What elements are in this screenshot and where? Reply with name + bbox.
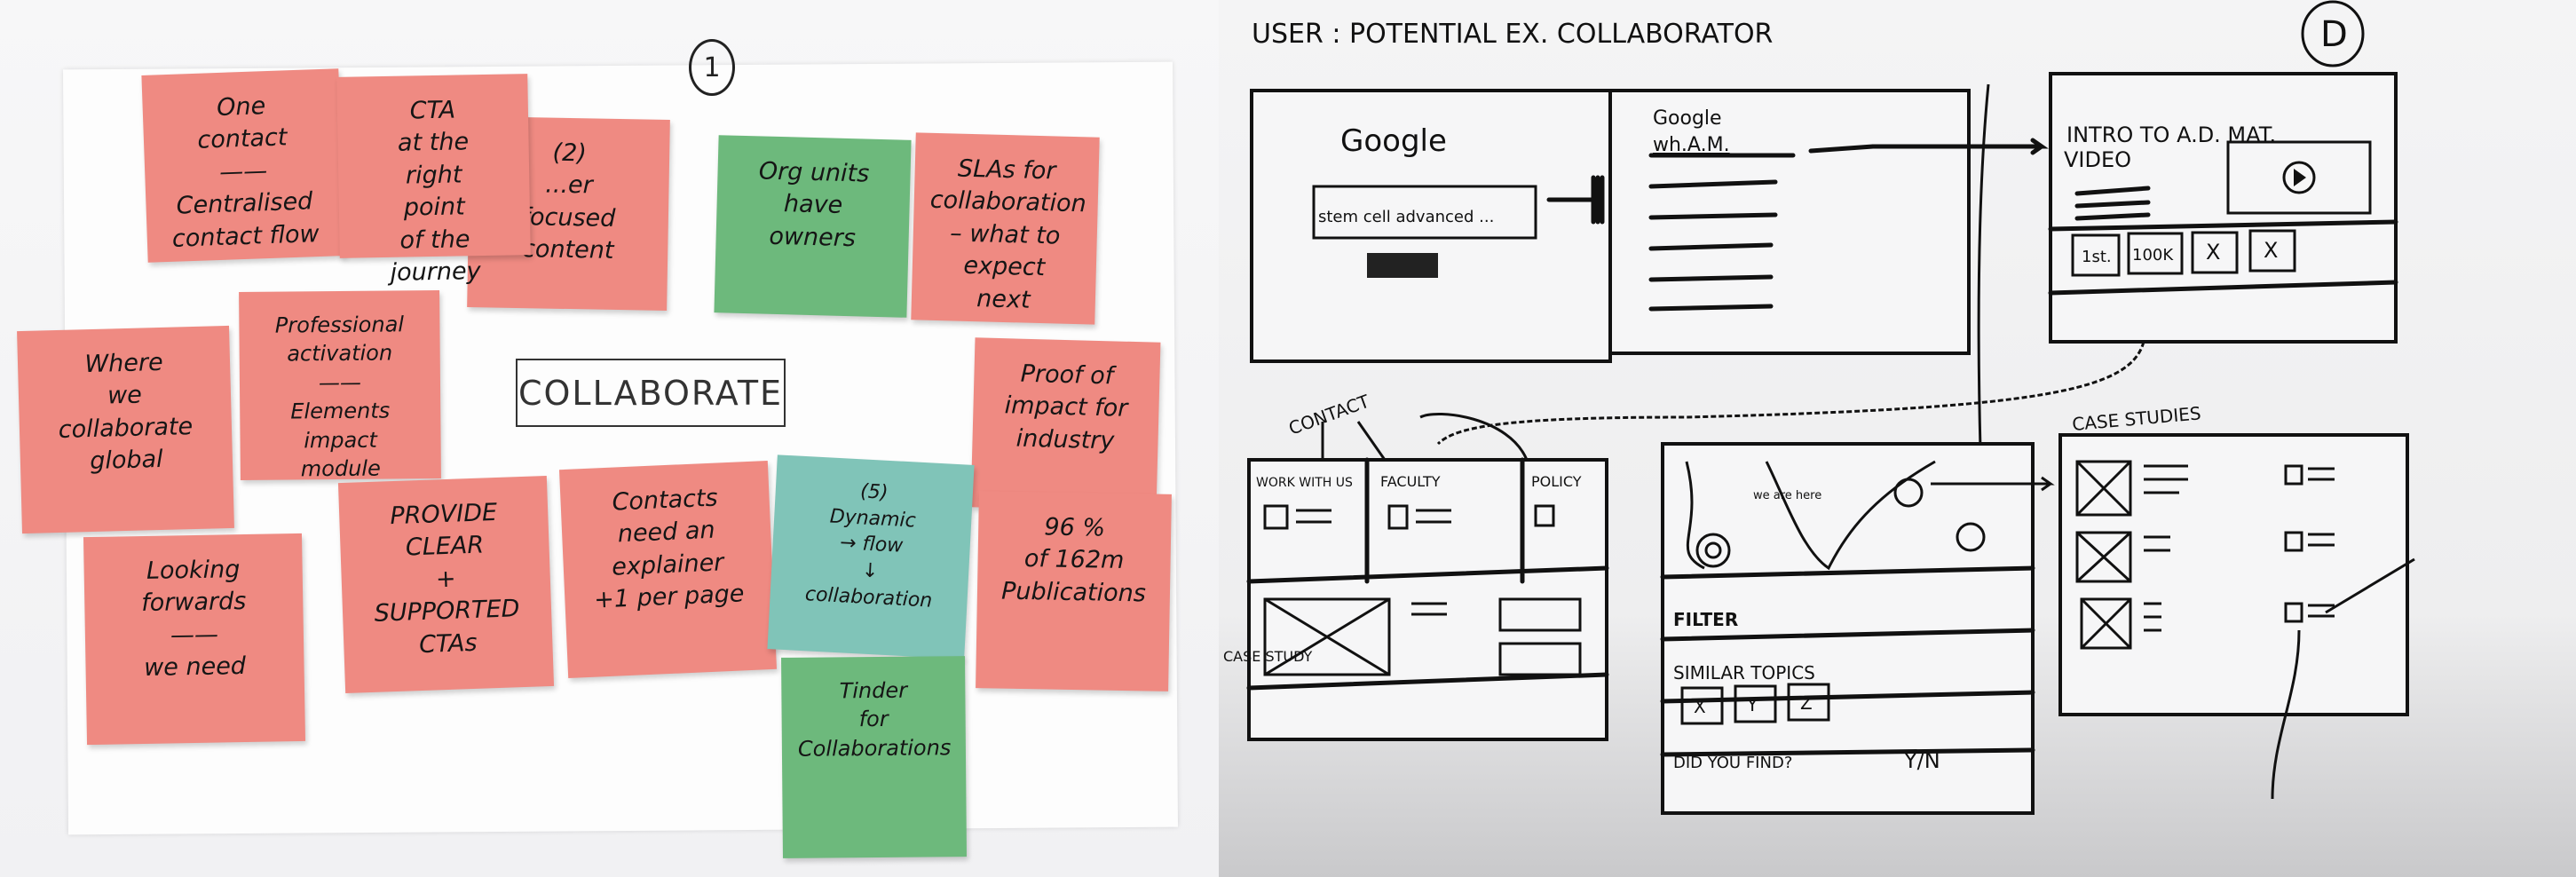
collaborate-label: COLLABORATE [516, 359, 786, 427]
sticky-note: PROVIDE CLEAR + SUPPORTED CTAs [337, 475, 555, 694]
sticky-note: Org units have owners [714, 135, 912, 318]
sticky-note: Contacts need an explainer +1 per page [558, 460, 778, 679]
sticky-notes-photo: 1 COLLABORATE One contact —— Centralised… [0, 0, 1219, 877]
sticky-note: Looking forwards —— we need [83, 533, 306, 746]
sticky-note: CTA at the right point of the journey [336, 74, 531, 287]
sticky-note: Where we collaborate global [17, 325, 234, 534]
sticky-note: Tinder for Collaborations [781, 656, 967, 858]
sticky-note: 96 % of 162m Publications [976, 491, 1172, 691]
sticky-note: Professional activation —— Elements impa… [239, 290, 441, 481]
sticky-note: SLAs for collaboration – what to expect … [911, 132, 1100, 325]
sticky-note: (5) Dynamic → flow ↓ collaboration [767, 454, 975, 660]
sticky-note: Proof of impact for industry [970, 337, 1161, 512]
sticky-note: One contact —— Centralised contact flow [141, 68, 345, 263]
section-number: 1 [689, 39, 735, 96]
wireframe-sketch-photo [1219, 0, 2576, 877]
